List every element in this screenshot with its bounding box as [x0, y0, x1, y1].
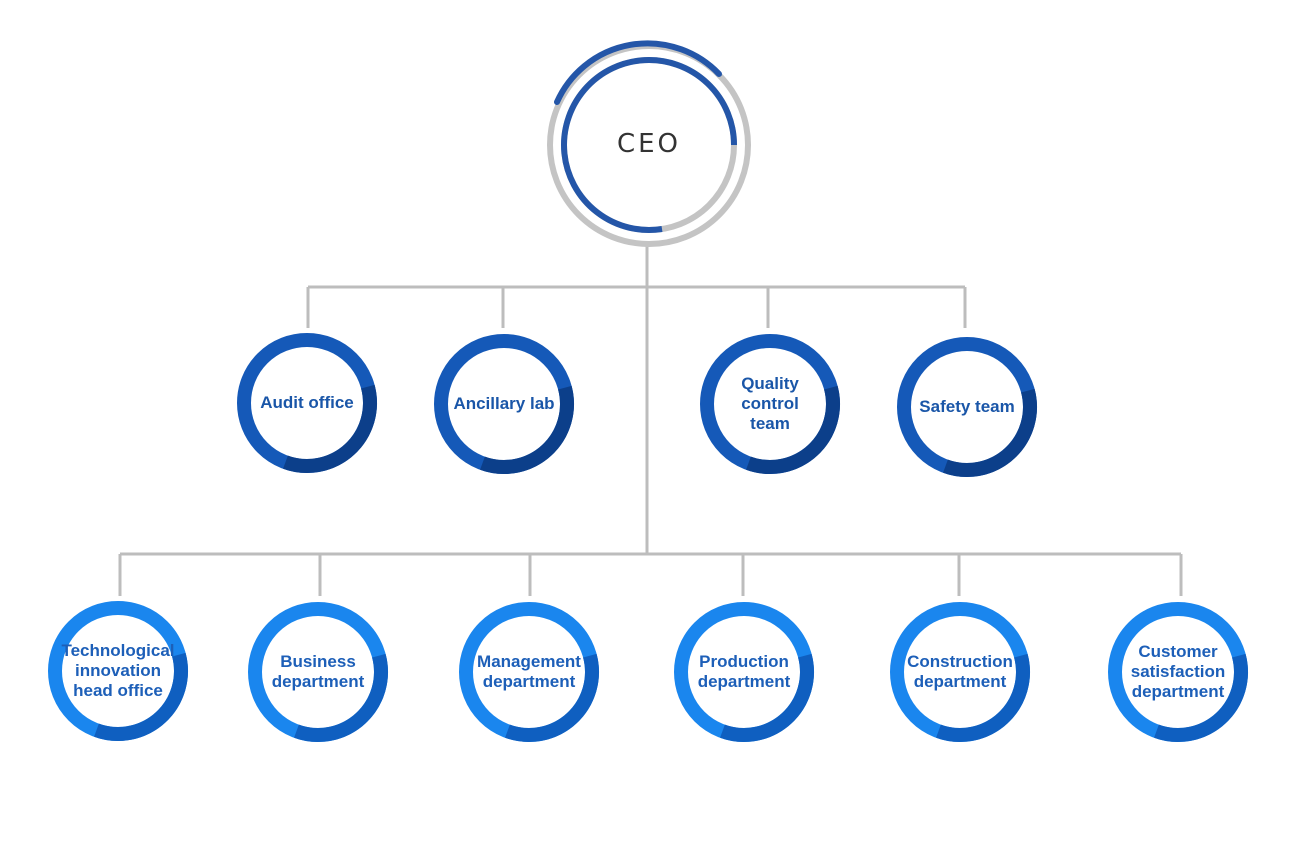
- audit-office-ring-shade: [283, 384, 377, 473]
- tier1-rings: [237, 333, 1037, 477]
- technological-innovation-head-office-ring[interactable]: [48, 601, 188, 741]
- management-department-label: Management department: [477, 652, 581, 691]
- technological-innovation-head-office-ring-shade: [94, 652, 188, 741]
- audit-office-label: Audit office: [260, 393, 354, 412]
- ceo-ring-arc-inner: [561, 57, 737, 233]
- connector-lines: [118, 243, 1183, 596]
- management-department-ring[interactable]: [459, 602, 599, 742]
- management-department-ring-shade: [505, 653, 599, 742]
- ancillary-lab-ring[interactable]: [434, 334, 574, 474]
- customer-satisfaction-department-ring[interactable]: [1108, 602, 1248, 742]
- construction-department-ring-shade: [936, 653, 1030, 742]
- quality-control-team-ring-shade: [746, 385, 840, 474]
- audit-office-ring[interactable]: [237, 333, 377, 473]
- production-department-ring[interactable]: [674, 602, 814, 742]
- quality-control-team-label: Quality control team: [741, 374, 799, 433]
- safety-team-ring-shade: [943, 388, 1037, 477]
- production-department-ring-shade: [720, 653, 814, 742]
- ceo-ring-arc-top: [554, 40, 722, 105]
- construction-department-label: Construction department: [907, 652, 1013, 691]
- safety-team-label: Safety team: [919, 397, 1015, 416]
- construction-department-ring[interactable]: [890, 602, 1030, 742]
- business-department-label: Business department: [271, 652, 365, 691]
- ancillary-lab-ring-shade: [480, 385, 574, 474]
- ancillary-lab-label: Ancillary lab: [453, 394, 555, 413]
- quality-control-team-ring[interactable]: [700, 334, 840, 474]
- ceo-label: CEO: [616, 129, 682, 159]
- customer-satisfaction-department-label: Customer satisfaction department: [1130, 642, 1226, 701]
- business-department-ring-shade: [294, 653, 388, 742]
- technological-innovation-head-office-label: Technological innovation head office: [61, 641, 175, 700]
- safety-team-ring[interactable]: [897, 337, 1037, 477]
- customer-satisfaction-department-ring-shade: [1154, 653, 1248, 742]
- tier2-rings: [48, 601, 1248, 742]
- business-department-ring[interactable]: [248, 602, 388, 742]
- production-department-label: Production department: [697, 652, 791, 691]
- ceo-node[interactable]: [547, 40, 751, 247]
